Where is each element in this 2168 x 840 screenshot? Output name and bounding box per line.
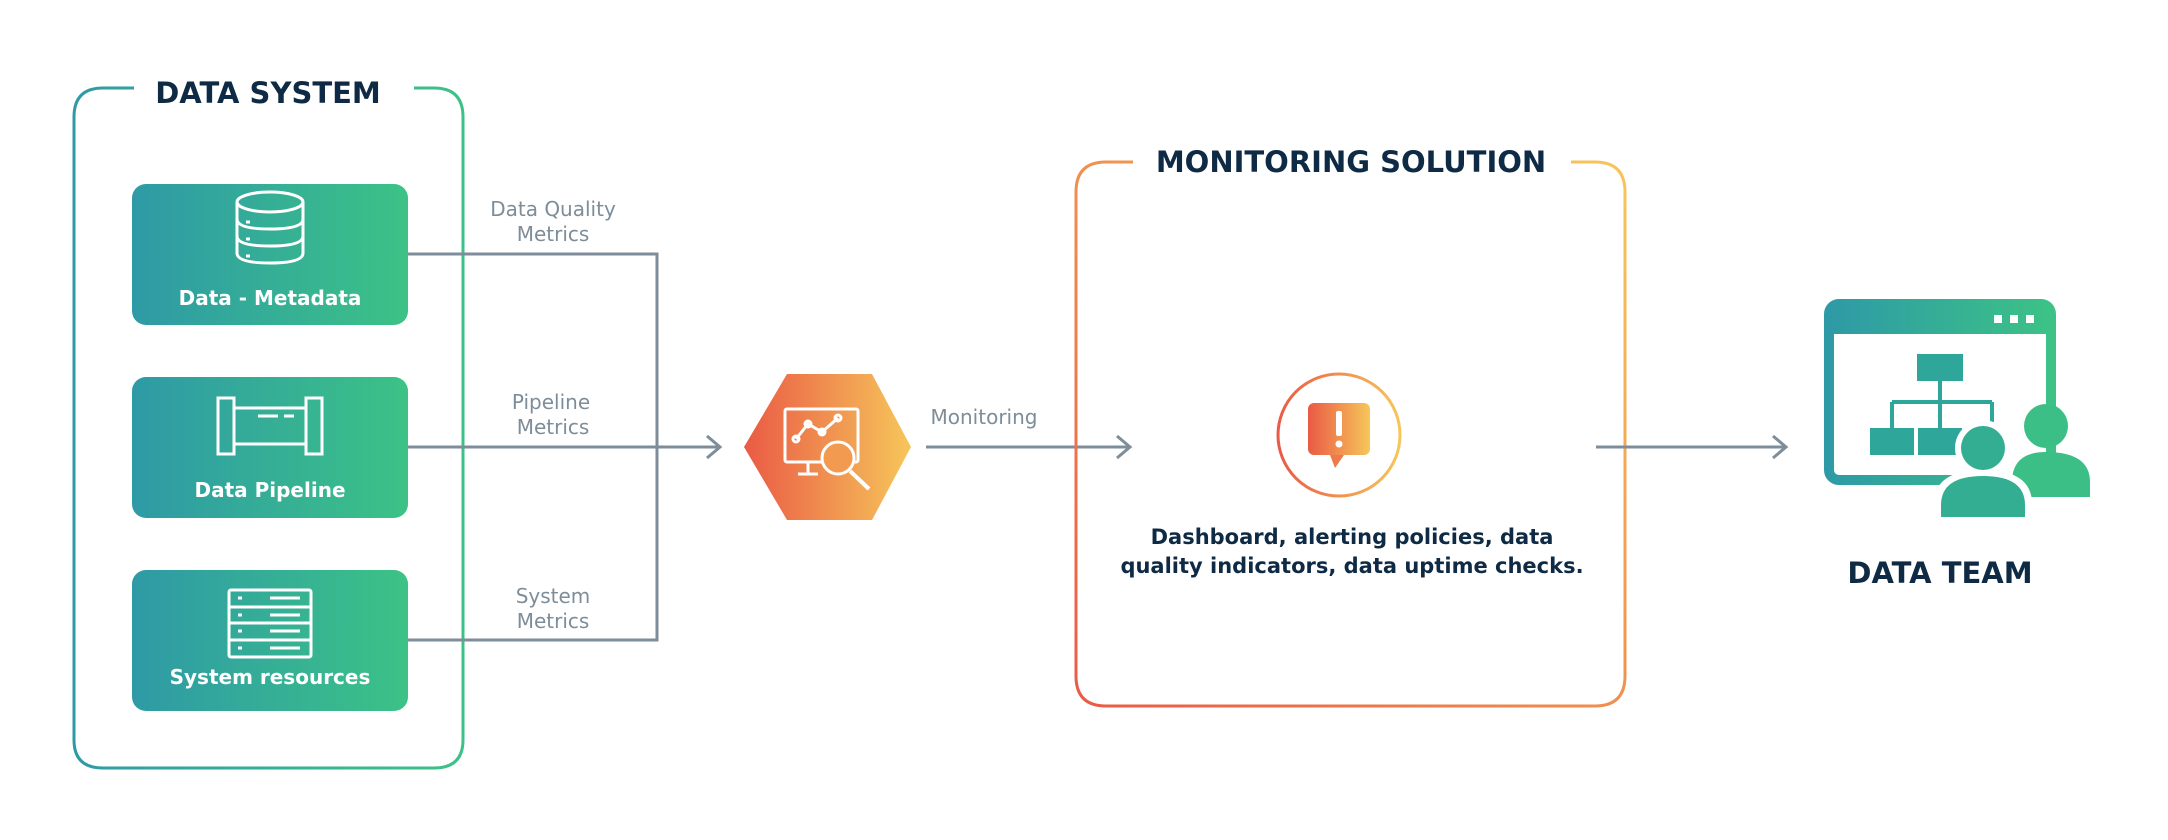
monitoring-solution-title: MONITORING SOLUTION <box>1156 145 1546 179</box>
pipeline-metrics-label-2: Metrics <box>517 415 590 439</box>
data-pipeline-card[interactable]: Data Pipeline <box>132 377 408 518</box>
quality-metrics-label-2: Metrics <box>517 222 590 246</box>
alert-badge <box>1276 372 1402 498</box>
pipeline-metrics-label-1: Pipeline <box>512 390 590 414</box>
monitoring-connector <box>926 434 1133 460</box>
system-resources-label: System resources <box>170 665 371 689</box>
data-metadata-label: Data - Metadata <box>179 286 362 310</box>
monitoring-label: Monitoring <box>931 405 1038 429</box>
alert-icon <box>1308 403 1370 468</box>
data-system-title: DATA SYSTEM <box>155 76 381 110</box>
analytics-hub[interactable] <box>744 374 911 520</box>
server-rack-icon <box>227 588 313 659</box>
system-resources-card[interactable]: System resources <box>132 570 408 711</box>
monitoring-description-line-2: quality indicators, data uptime checks. <box>1120 554 1583 578</box>
data-team-title: DATA TEAM <box>1847 556 2032 590</box>
data-system-container: DATA SYSTEM <box>72 76 465 770</box>
data-pipeline-label: Data Pipeline <box>194 478 345 502</box>
monitoring-solution-container: MONITORING SOLUTION <box>1074 145 1627 708</box>
data-metadata-card[interactable]: Data - Metadata <box>132 184 408 325</box>
team-dashboard-icon <box>1824 299 2090 520</box>
analytics-magnifier-icon <box>783 407 871 491</box>
monitoring-description-line-1: Dashboard, alerting policies, data <box>1151 525 1554 549</box>
system-metrics-label-2: Metrics <box>517 609 590 633</box>
quality-metrics-label-1: Data Quality <box>490 197 616 221</box>
database-icon <box>235 190 305 265</box>
pipeline-arrowhead <box>706 434 723 460</box>
system-metrics-label-1: System <box>516 584 591 608</box>
pipe-icon <box>216 396 324 456</box>
metrics-connectors <box>408 252 723 642</box>
team-connector <box>1596 434 1789 460</box>
